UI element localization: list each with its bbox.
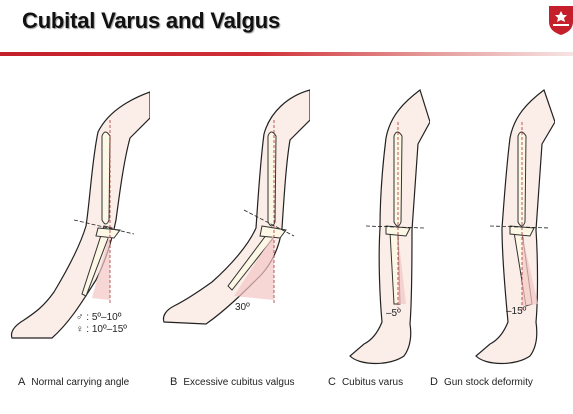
- caption-text-c: Cubitus varus: [341, 377, 404, 388]
- panel-letter-b: B: [170, 376, 178, 388]
- caption-text-d: Gun stock deformity: [443, 377, 533, 388]
- title-underline: [0, 52, 573, 56]
- humerus-bone: [101, 131, 111, 225]
- angle-label-male: ♂ : 5º–10º: [76, 312, 122, 323]
- humerus-bone: [267, 131, 277, 227]
- elbow-joint: [259, 225, 287, 239]
- panel-letter-c: C: [328, 376, 336, 388]
- caption-b: B Excessive cubitus valgus: [170, 376, 295, 388]
- arm-drawing-d: [475, 89, 555, 365]
- caption-text-b: Excessive cubitus valgus: [183, 377, 295, 388]
- carrying-angle-figure: ♂ : 5º–10º ♀ : 10º–15º 30º –5º: [0, 60, 573, 414]
- arm-drawing-a: [10, 91, 150, 339]
- arm-panel-d: [440, 60, 555, 375]
- slide-header: Cubital Varus and Valgus: [0, 0, 573, 62]
- forearm-bone: [81, 225, 113, 297]
- angle-wedge: [92, 232, 110, 300]
- arm-panel-b: [160, 60, 310, 360]
- elbow-axis-line: [73, 219, 135, 235]
- angle-label-c: –5º: [386, 308, 401, 319]
- arm-outline: [10, 91, 150, 339]
- arm-panel-c: [320, 60, 430, 375]
- angle-wedge: [234, 234, 274, 300]
- angle-wedge: [522, 234, 538, 306]
- arm-drawing-c: [349, 89, 430, 365]
- elbow-axis-line: [243, 209, 295, 237]
- angle-wedge: [398, 234, 406, 304]
- panel-letter-a: A: [18, 376, 26, 388]
- arm-outline: [162, 89, 310, 325]
- angle-label-b: 30º: [235, 302, 250, 313]
- elbow-axis-line: [365, 225, 425, 229]
- angle-label-d: –15º: [506, 306, 527, 317]
- panel-letter-d: D: [430, 376, 438, 388]
- slide-title: Cubital Varus and Valgus: [22, 8, 281, 33]
- caption-c: C Cubitus varus: [328, 376, 403, 388]
- elbow-axis-line: [489, 225, 551, 229]
- caption-text-a: Normal carrying angle: [31, 377, 130, 388]
- angle-label-female: ♀ : 10º–15º: [76, 324, 127, 335]
- university-crest-icon: [549, 6, 573, 35]
- arm-panel-a: [10, 60, 150, 370]
- arm-drawing-b: [162, 89, 310, 325]
- caption-a: A Normal carrying angle: [18, 376, 129, 388]
- caption-d: D Gun stock deformity: [430, 376, 533, 388]
